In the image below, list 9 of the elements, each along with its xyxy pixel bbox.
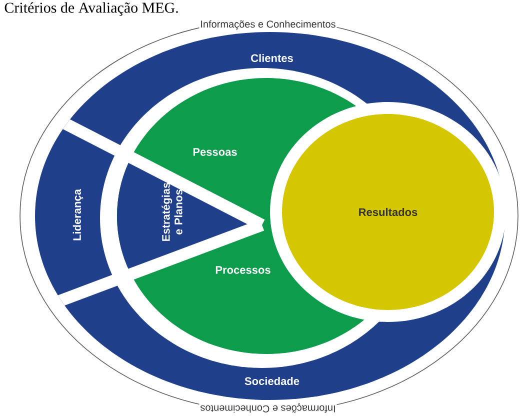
ring-label: Informações e Conhecimentos: [199, 402, 337, 414]
region-label: Processos: [216, 266, 270, 274]
region-label: Liderança: [72, 188, 84, 240]
region-label: Sociedade: [244, 376, 300, 386]
region-label: Estratégias e Planos: [162, 182, 182, 241]
region-label: Pessoas: [193, 148, 237, 156]
title: Critérios de Avaliação MEG.: [4, 2, 178, 16]
region-label: Clientes: [251, 54, 293, 62]
ring-label: Informações e Conhecimentos: [199, 19, 337, 31]
